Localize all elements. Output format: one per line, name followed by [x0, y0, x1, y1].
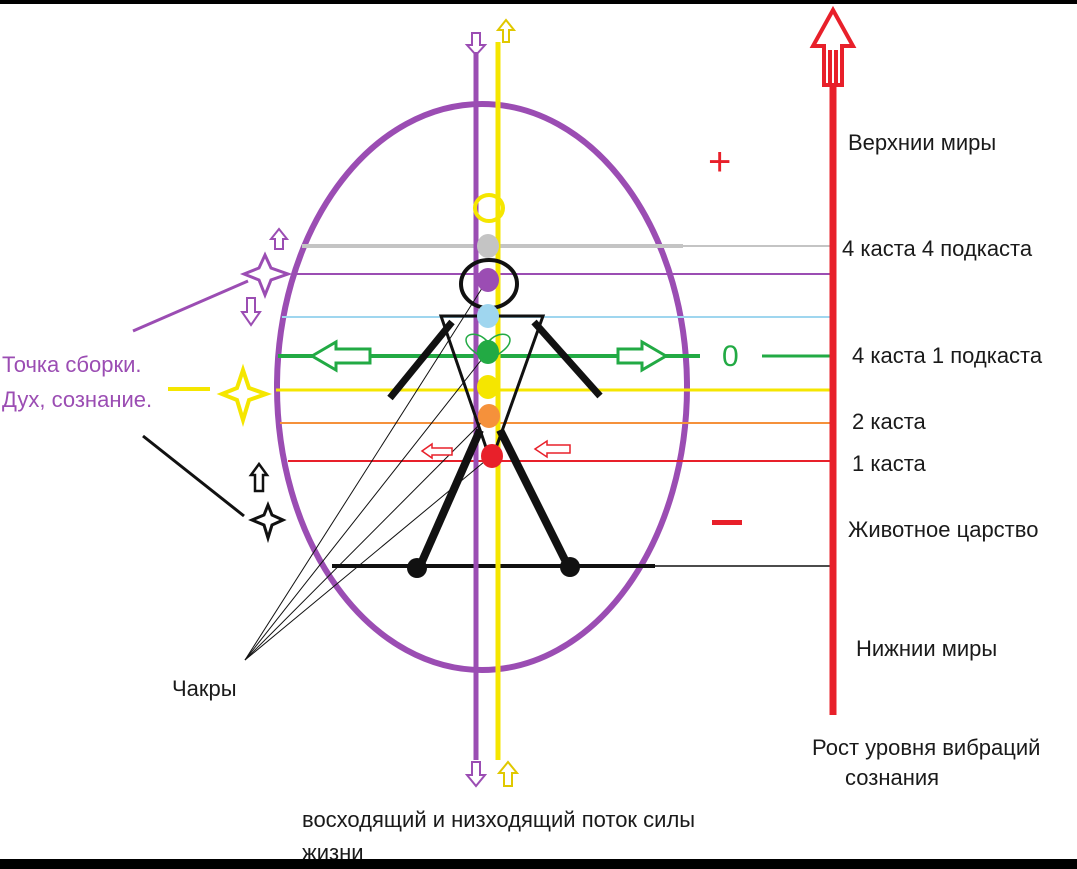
- label-caste4-sub4: 4 каста 4 подкаста: [842, 236, 1033, 261]
- heart-outline-icon: [465, 333, 511, 363]
- chakra-dot-third-eye: [477, 268, 499, 292]
- minus-sign-bar: [712, 520, 742, 525]
- purple-star-icon: [239, 251, 293, 300]
- green-left-arrow-icon: [309, 339, 372, 373]
- label-growth-line2: сознания: [845, 765, 939, 790]
- purple-down-arrow-bottom-icon: [464, 761, 488, 788]
- human-figure: [387, 258, 603, 578]
- label-caste1: 1 каста: [852, 451, 927, 476]
- green-right-arrow-icon: [616, 339, 669, 373]
- red-left-arrow-small-icon: [420, 442, 453, 460]
- bottom-frame-bar: [0, 859, 1077, 869]
- yellow-up-arrow-top-icon: [495, 18, 517, 43]
- figure-right-foot: [560, 557, 580, 577]
- yellow-up-arrow-bottom-icon: [496, 760, 520, 787]
- label-flow-line1: восходящий и низходящий поток силы: [302, 807, 695, 832]
- figure-right-leg: [496, 428, 572, 568]
- figure-left-leg: [416, 428, 484, 568]
- red-left-arrow-small-icon-2: [533, 439, 571, 459]
- figure-right-arm: [531, 319, 603, 399]
- label-growth-line1: Рост уровня вибраций: [812, 735, 1040, 760]
- black-star-icon: [248, 500, 287, 544]
- red-up-arrow-icon: [809, 5, 857, 87]
- aura-oval: [274, 101, 690, 673]
- purple-down-arrow-small-icon: [240, 297, 262, 327]
- crown-ring: [473, 193, 505, 223]
- label-upper-worlds: Верхнии миры: [848, 130, 996, 155]
- chakra-dot-root: [481, 444, 503, 468]
- chakra-dot-heart: [477, 340, 499, 364]
- label-caste4-sub1: 4 каста 1 подкаста: [852, 343, 1043, 368]
- yellow-star-icon: [216, 363, 273, 427]
- label-animal-kingdom: Животное царство: [848, 517, 1038, 542]
- figure-left-foot: [407, 558, 427, 578]
- figure-left-arm: [387, 319, 455, 401]
- label-assembly-line2: Дух, сознание.: [2, 387, 152, 412]
- purple-pointer-line: [132, 279, 249, 333]
- label-caste2: 2 каста: [852, 409, 927, 434]
- chakra-dot-throat: [477, 304, 499, 328]
- label-assembly-line1: Точка сборки.: [2, 352, 142, 377]
- canvas-background: [0, 4, 1077, 859]
- chakra-dot-crown: [477, 234, 499, 258]
- plus-sign: +: [708, 140, 731, 184]
- chakra-dot-solar-plexus: [477, 375, 499, 399]
- label-lower-worlds: Нижнии миры: [856, 636, 997, 661]
- black-up-arrow-small-icon: [248, 461, 270, 493]
- black-pointer-line: [142, 434, 245, 518]
- chakra-pointer-lines: [244, 281, 491, 661]
- purple-up-arrow-small-icon: [268, 227, 290, 250]
- purple-down-arrow-top-icon: [464, 32, 488, 57]
- label-chakras: Чакры: [172, 676, 237, 701]
- chakra-dot-sacral: [478, 404, 500, 428]
- zero-sign: 0: [722, 340, 739, 373]
- top-frame-bar: [0, 0, 1077, 4]
